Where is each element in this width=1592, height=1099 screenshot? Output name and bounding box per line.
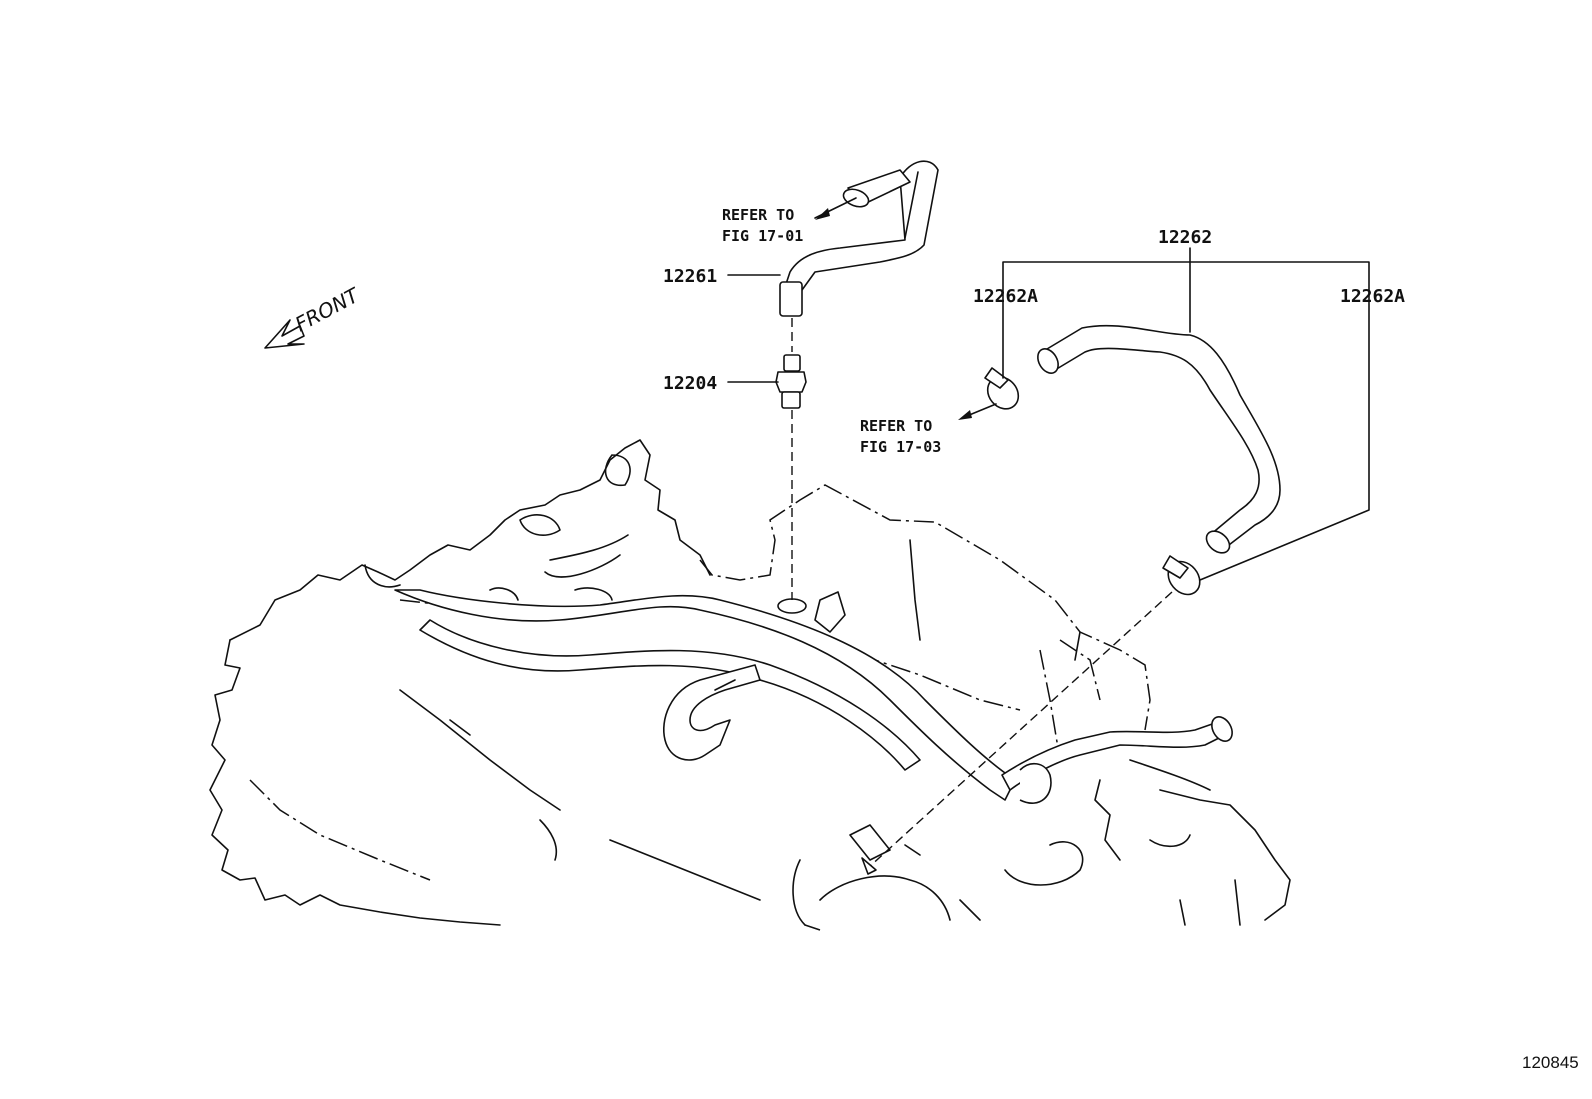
part-label-12262: 12262: [1158, 227, 1212, 248]
diagram-id: 120845: [1522, 1053, 1579, 1072]
refer-arrow-2: [958, 403, 997, 420]
ventilation-hose-12262: [1037, 324, 1281, 554]
dashed-link-hose-throttle: [867, 591, 1173, 869]
refer-label-2-line1: REFER TO: [860, 417, 932, 435]
valve-port: [777, 598, 807, 614]
refer-label-2-line2: FIG 17-03: [860, 438, 941, 456]
part-label-12261: 12261: [663, 266, 717, 287]
leader-lines: [727, 247, 1370, 581]
refer-label-1-line2: FIG 17-01: [722, 227, 803, 245]
hose-clamp-right: [1162, 555, 1201, 596]
hose-clamp-left: [984, 367, 1020, 410]
pcv-valve-12204: [775, 354, 807, 409]
part-label-12262A-right: 12262A: [1340, 286, 1405, 307]
engine-outline: [209, 439, 1291, 931]
front-label: FRONT: [291, 282, 364, 336]
refer-label-1-line1: REFER TO: [722, 206, 794, 224]
part-label-12262A-left: 12262A: [973, 286, 1038, 307]
refer-arrow-1: [814, 197, 857, 220]
part-label-12204: 12204: [663, 373, 717, 394]
front-arrow: FRONT: [264, 282, 364, 349]
pcv-hose-12261: [779, 160, 939, 317]
throttle-port-end: [861, 857, 877, 875]
manifold-nipple: [814, 591, 846, 633]
